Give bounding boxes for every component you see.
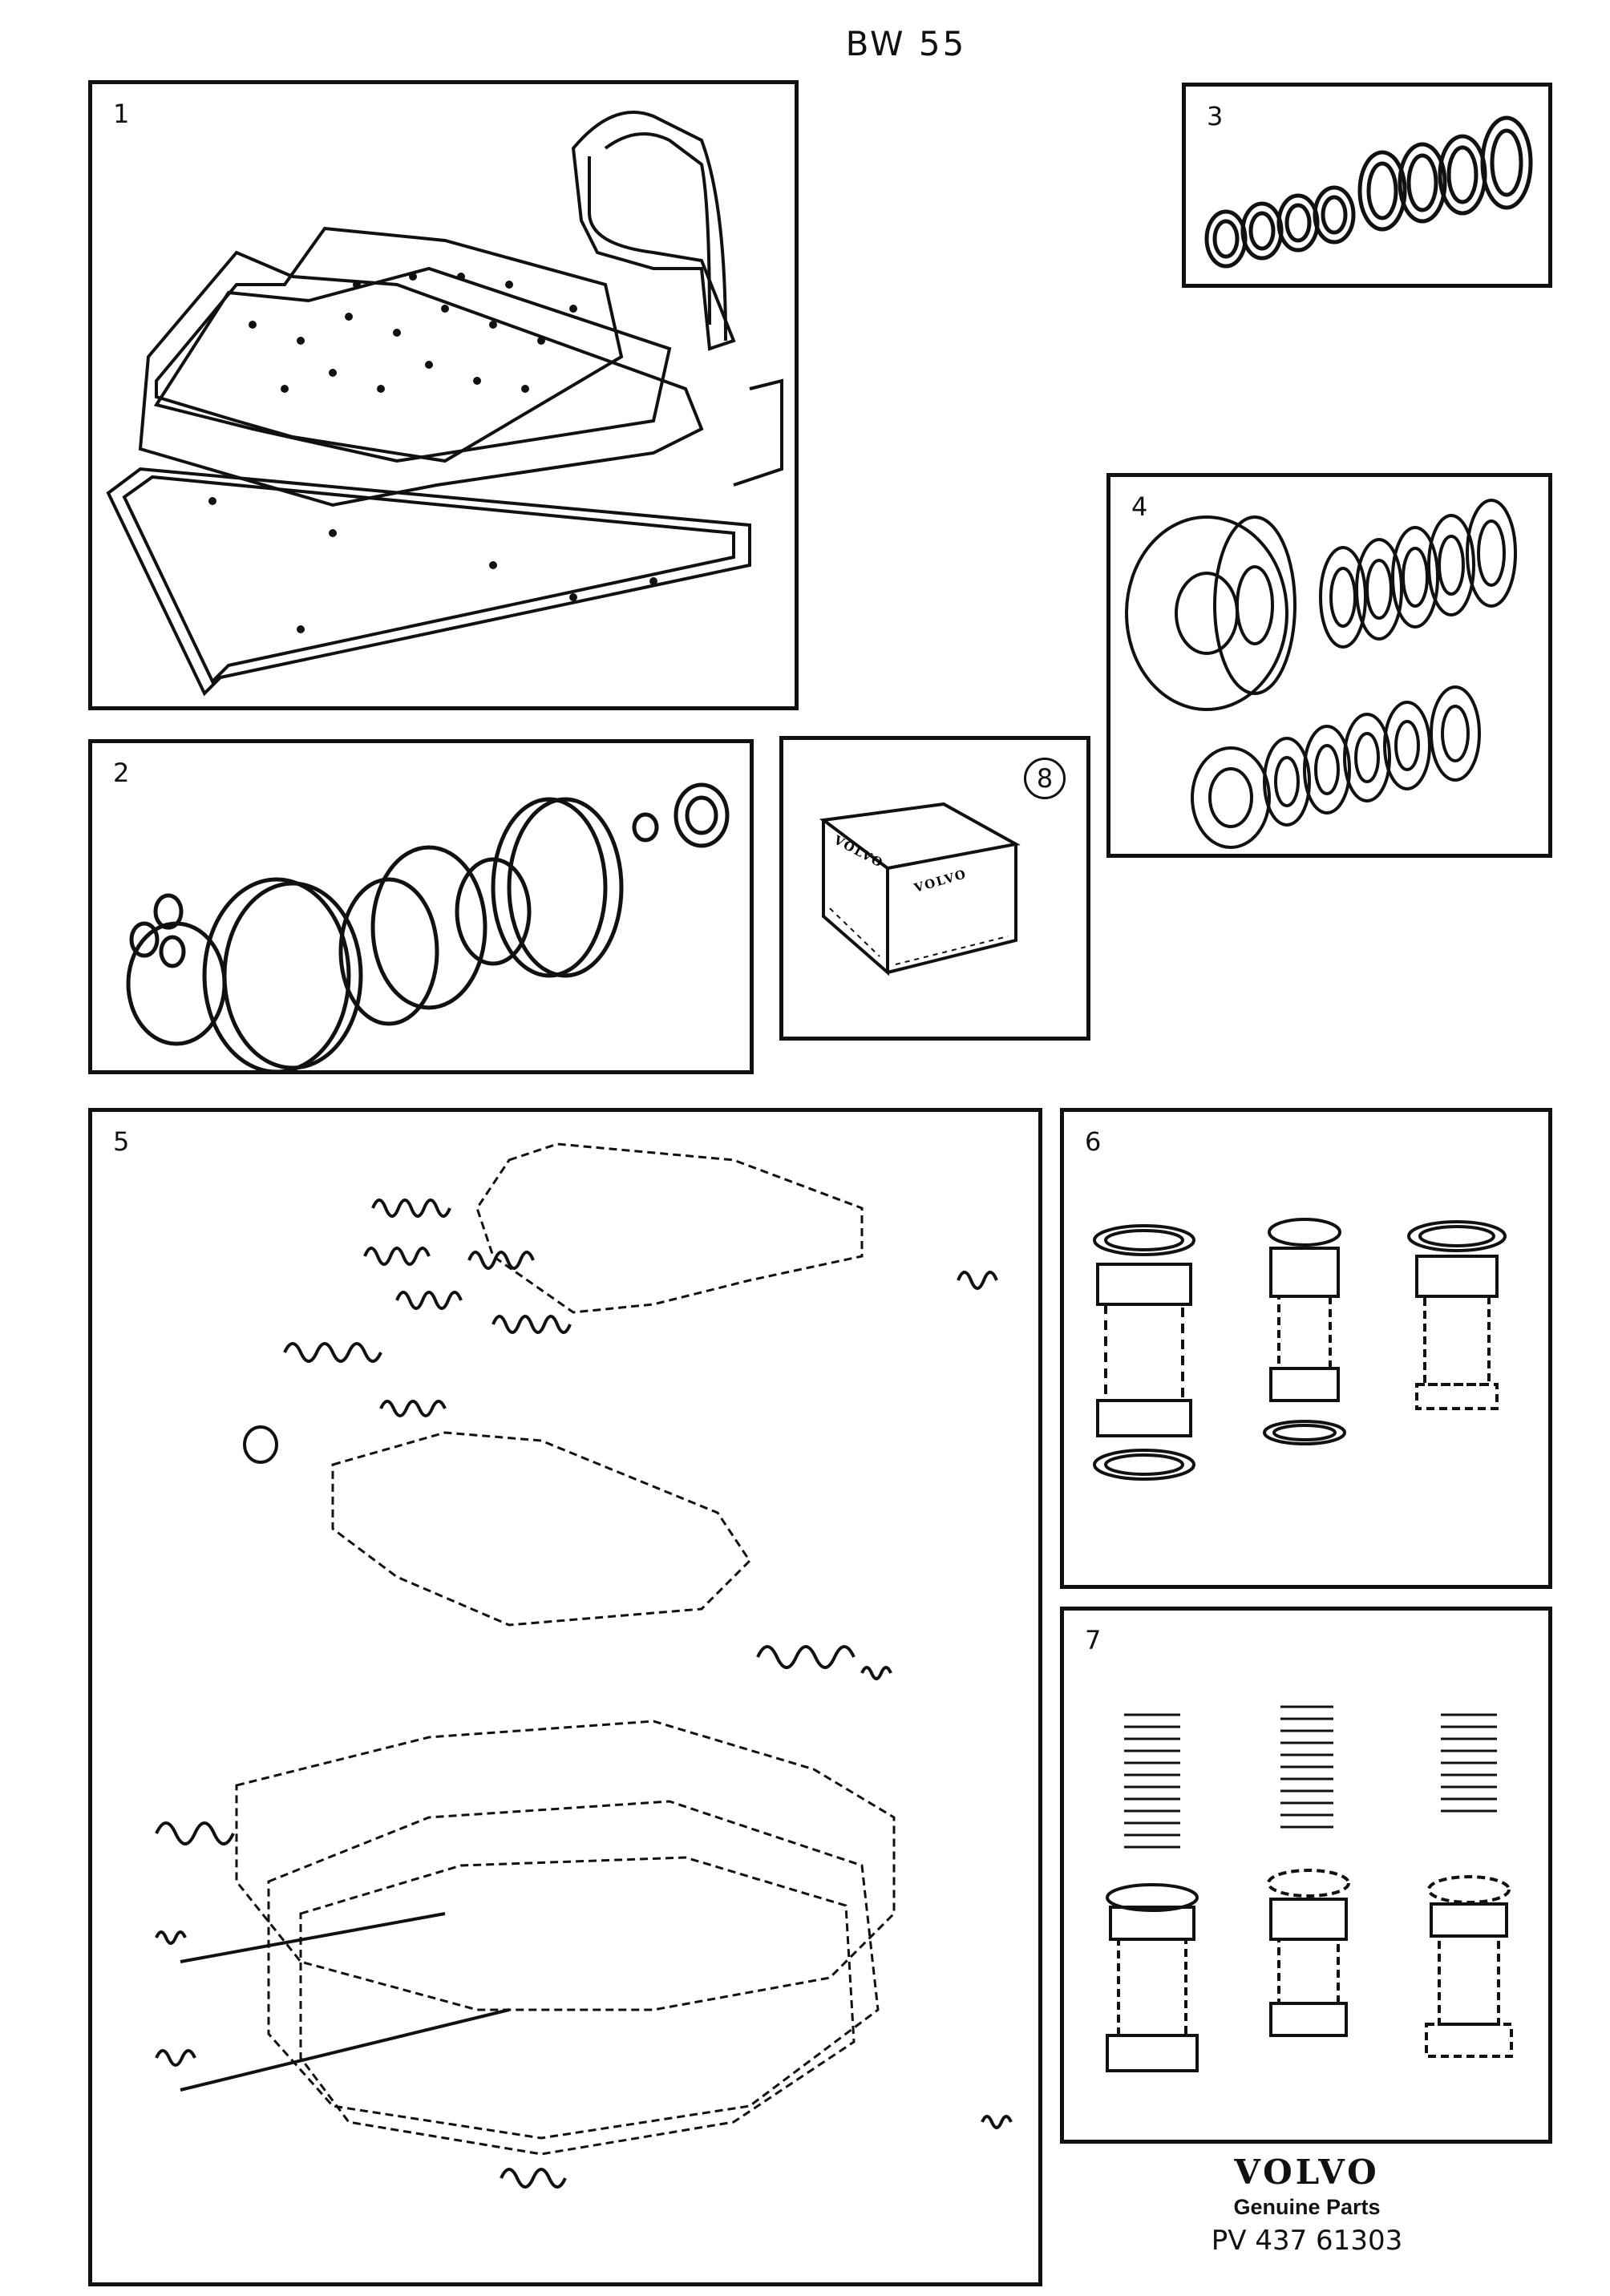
box-brand-left: VOLVO [831,832,886,871]
spring-and-piston-set-icon [1106,1705,1513,2072]
box-brand-right: VOLVO [912,867,969,895]
brand-logo: VOLVO [1234,2152,1380,2192]
footer: VOLVO Genuine Parts PV 437 61303 [1203,2152,1411,2257]
piston-ring-set-icon [1204,115,1533,269]
panel-number: 7 [1085,1625,1102,1655]
o-ring-seal-kit-icon [126,782,730,1070]
panel-number: 1 [113,99,130,129]
gasket-set-icon [106,111,783,697]
panel-number: 2 [113,758,130,788]
panel-2: 2 [88,739,754,1074]
panel-1: 1 [88,80,799,710]
panel-number: 5 [113,1126,130,1157]
parts-box-icon: VOLVO VOLVO [819,802,1021,976]
valve-piston-set-icon [1093,1218,1507,1481]
panel-7: 7 [1060,1607,1552,2144]
panel-number: 4 [1131,491,1148,522]
valve-body-springs-icon [155,1142,1013,2189]
panel-number: 6 [1085,1126,1102,1157]
page-title: BW 55 [845,24,967,63]
panel-number: 8 [1024,758,1066,799]
thrust-washer-bearing-set-icon [1125,499,1517,849]
panel-3: 3 [1182,83,1552,288]
brand-tagline: Genuine Parts [1233,2195,1381,2219]
panel-5: 5 [88,1108,1042,2286]
panel-8: 8 VOLVO VOLVO [779,736,1090,1041]
panel-number: 3 [1207,101,1224,131]
panel-6: 6 [1060,1108,1552,1589]
panel-4: 4 [1106,473,1552,858]
part-number: PV 437 61303 [1211,2225,1403,2257]
